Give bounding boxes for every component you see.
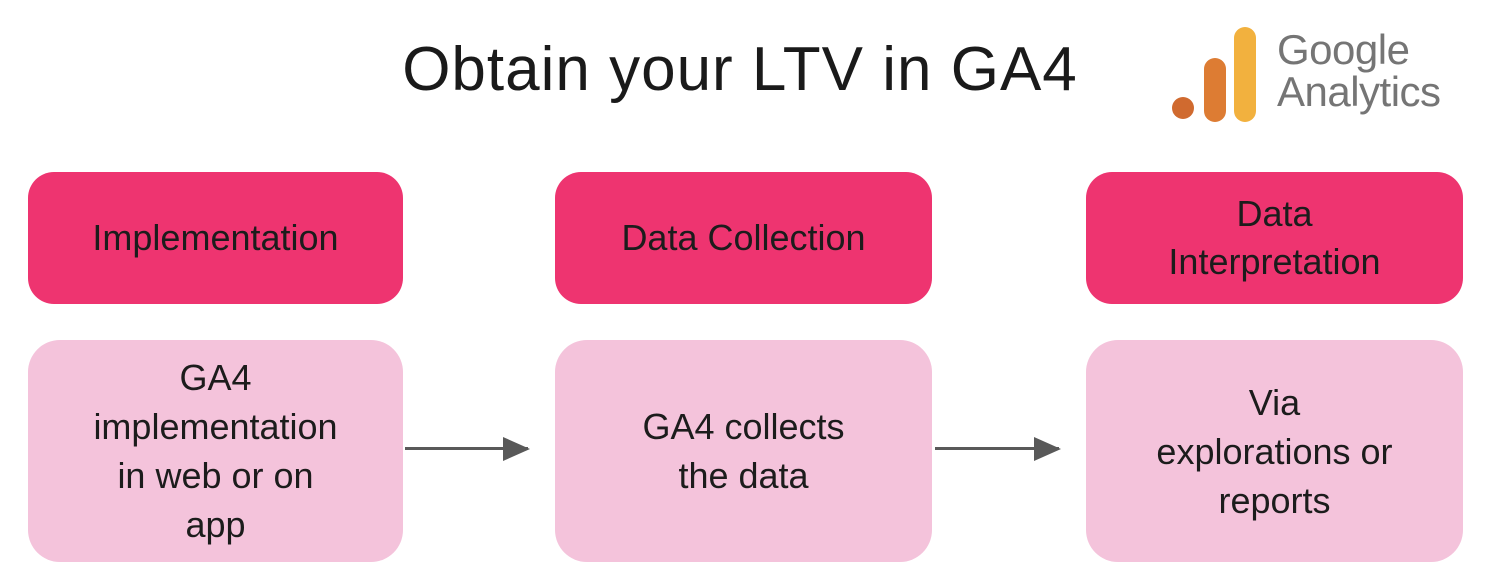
step-text-line: GA4: [179, 357, 252, 398]
ga-tall-bar-shape: [1234, 27, 1256, 122]
step-text-line: GA4 collects: [642, 406, 845, 447]
step-box-data-interpretation: Via explorations or reports: [1086, 340, 1463, 562]
header-label-line: Data: [1236, 193, 1313, 234]
step-text-line: in web or on: [117, 455, 314, 496]
header-box-data-collection: Data Collection: [555, 172, 932, 304]
step-text-line: the data: [678, 455, 809, 496]
logo-word-google: Google: [1277, 26, 1410, 73]
logo-word-analytics: Analytics: [1277, 68, 1441, 115]
header-label: Data Collection: [621, 217, 866, 258]
page-title: Obtain your LTV in GA4: [402, 35, 1078, 104]
header-box-implementation: Implementation: [28, 172, 403, 304]
google-analytics-icon: [1172, 27, 1256, 122]
header-label: Implementation: [92, 217, 339, 258]
step-box-data-collection: GA4 collects the data: [555, 340, 932, 562]
step-text-line: app: [185, 504, 246, 545]
ga-dot-shape: [1172, 97, 1194, 119]
flow-arrow-icon: [935, 447, 1059, 450]
step-text-line: Via: [1248, 381, 1301, 423]
step-text-line: implementation: [93, 406, 338, 447]
step-text-line: explorations or: [1156, 430, 1393, 472]
google-analytics-logo: Google Analytics: [1172, 27, 1441, 122]
ga-mid-bar-shape: [1204, 58, 1226, 122]
header-label-line: Interpretation: [1168, 241, 1381, 282]
flow-arrow-icon: [405, 447, 528, 450]
step-text-line: reports: [1218, 479, 1331, 521]
step-box-implementation: GA4 implementation in web or on app: [28, 340, 403, 562]
google-analytics-wordmark: Google Analytics: [1277, 29, 1441, 113]
header-box-data-interpretation: Data Interpretation: [1086, 172, 1463, 304]
